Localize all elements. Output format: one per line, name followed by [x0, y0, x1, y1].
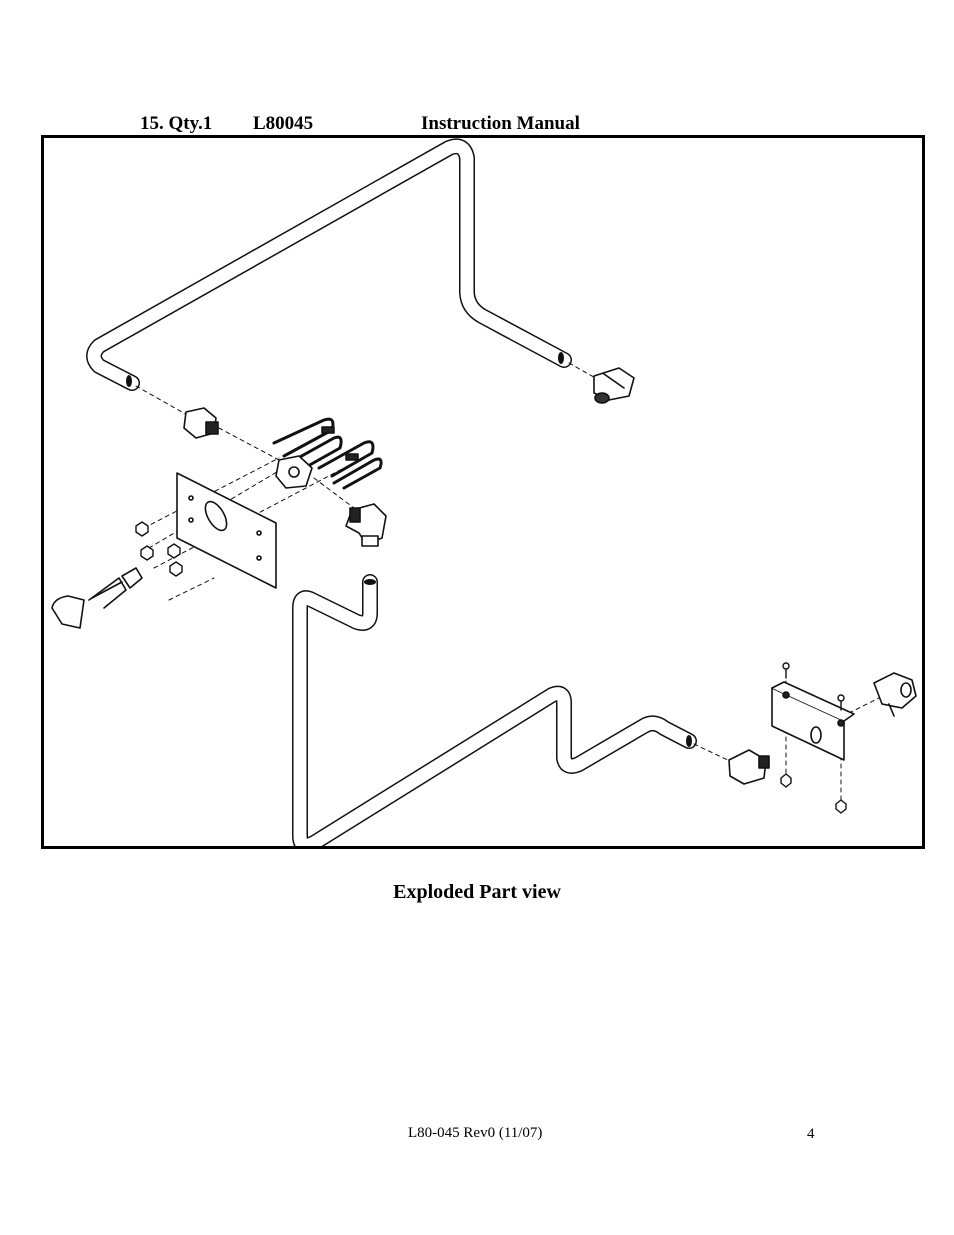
hex-nuts [135, 521, 183, 577]
tee-fitting [275, 455, 313, 489]
mounting-bolts [780, 662, 847, 814]
u-bolts [272, 417, 383, 490]
lower-tube [292, 574, 697, 846]
upper-tube [86, 138, 572, 391]
elbow-fitting-middle [345, 503, 387, 547]
elbow-fitting-lower [728, 749, 770, 785]
mounting-plate [176, 472, 277, 589]
exploded-view-drawing [51, 138, 917, 846]
part-number: L80045 [253, 113, 314, 134]
part-description: Instruction Manual [421, 113, 580, 134]
figure-caption: Exploded Part view [393, 881, 561, 903]
bracket-right [771, 681, 855, 761]
page-number: 4 [807, 1126, 815, 1142]
elbow-fitting-upper [593, 367, 635, 404]
document-revision: L80-045 Rev0 (11/07) [408, 1125, 543, 1141]
straight-connector [183, 407, 219, 439]
gauge-adapter [873, 672, 917, 717]
exploded-view-figure [41, 135, 925, 849]
line-item-index: 15. Qty.1 [140, 113, 213, 134]
valve-handle [51, 567, 143, 629]
